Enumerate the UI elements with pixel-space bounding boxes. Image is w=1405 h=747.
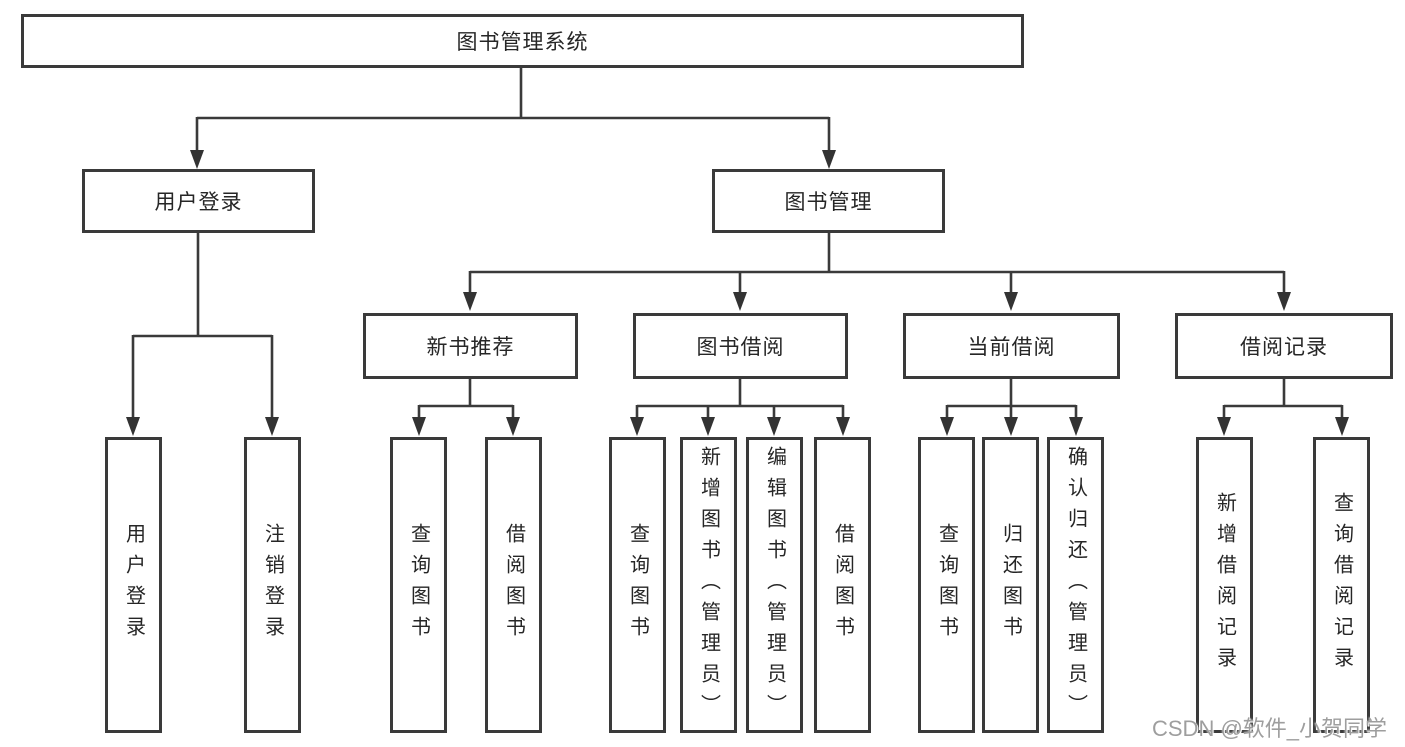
leaf-logout: 注销登录 bbox=[244, 437, 301, 733]
leaf-query-books-borrowing: 查询图书 bbox=[609, 437, 666, 733]
leaf-confirm-return-admin: 确认归还（管理员） bbox=[1047, 437, 1104, 733]
leaf-return-book: 归还图书 bbox=[982, 437, 1039, 733]
leaf-borrow-books-borrowing: 借阅图书 bbox=[814, 437, 871, 733]
leaf-query-books-recommend: 查询图书 bbox=[390, 437, 447, 733]
leaf-query-borrow-record: 查询借阅记录 bbox=[1313, 437, 1370, 733]
node-borrowing-records: 借阅记录 bbox=[1175, 313, 1393, 379]
leaf-borrow-books-recommend: 借阅图书 bbox=[485, 437, 542, 733]
leaf-user-login: 用户登录 bbox=[105, 437, 162, 733]
node-user-login: 用户登录 bbox=[82, 169, 315, 233]
node-book-management: 图书管理 bbox=[712, 169, 945, 233]
leaf-query-books-current: 查询图书 bbox=[918, 437, 975, 733]
leaf-add-book-admin: 新增图书（管理员） bbox=[680, 437, 737, 733]
node-root-library-system: 图书管理系统 bbox=[21, 14, 1024, 68]
leaf-add-borrow-record: 新增借阅记录 bbox=[1196, 437, 1253, 733]
node-current-borrowing: 当前借阅 bbox=[903, 313, 1120, 379]
node-book-borrowing: 图书借阅 bbox=[633, 313, 848, 379]
csdn-watermark: CSDN @软件_小贺同学 bbox=[1152, 716, 1388, 741]
node-new-book-recommend: 新书推荐 bbox=[363, 313, 578, 379]
leaf-edit-book-admin: 编辑图书（管理员） bbox=[746, 437, 803, 733]
